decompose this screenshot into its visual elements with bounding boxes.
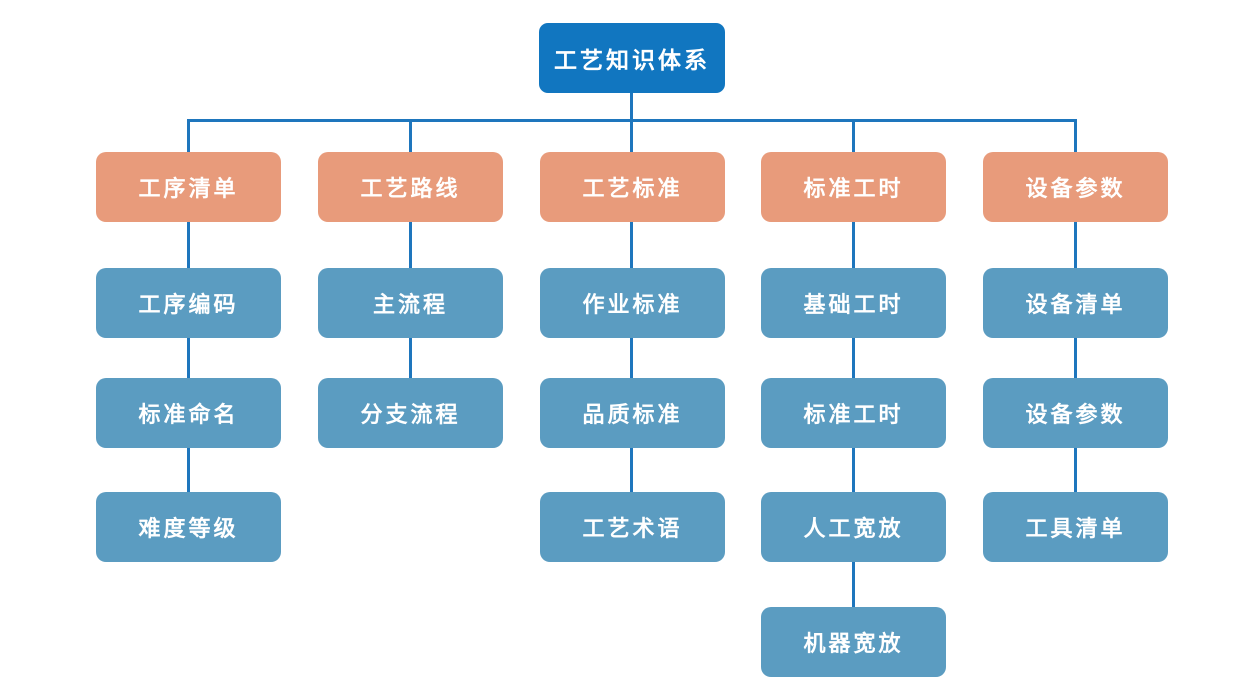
connector-stub-branch-4 — [1074, 119, 1077, 152]
node-standard-hours: 标准工时 — [761, 152, 946, 222]
node-equipment-params-child: 设备参数 — [983, 378, 1168, 448]
connector-col2-seg2 — [630, 338, 633, 378]
connector-col3-seg1 — [852, 222, 855, 268]
node-manual-allowance: 人工宽放 — [761, 492, 946, 562]
connector-col2-seg1 — [630, 222, 633, 268]
node-process-knowledge-system: 工艺知识体系 — [539, 23, 725, 93]
connector-col4-seg3 — [1074, 448, 1077, 492]
node-process-standard: 工艺标准 — [540, 152, 725, 222]
node-quality-standard: 品质标准 — [540, 378, 725, 448]
node-machine-allowance: 机器宽放 — [761, 607, 946, 677]
node-tool-list: 工具清单 — [983, 492, 1168, 562]
node-process-route: 工艺路线 — [318, 152, 503, 222]
node-operation-code: 工序编码 — [96, 268, 281, 338]
connector-stub-branch-1 — [409, 119, 412, 152]
node-difficulty-level: 难度等级 — [96, 492, 281, 562]
node-branch-flow: 分支流程 — [318, 378, 503, 448]
node-standard-hours-child: 标准工时 — [761, 378, 946, 448]
connector-stub-branch-0 — [187, 119, 190, 152]
connector-col2-seg3 — [630, 448, 633, 492]
node-equipment-list: 设备清单 — [983, 268, 1168, 338]
node-equipment-parameters: 设备参数 — [983, 152, 1168, 222]
connector-col1-seg2 — [409, 338, 412, 378]
connector-col3-seg3 — [852, 448, 855, 492]
node-operation-list: 工序清单 — [96, 152, 281, 222]
connector-col4-seg2 — [1074, 338, 1077, 378]
connector-col1-seg1 — [409, 222, 412, 268]
node-work-standard: 作业标准 — [540, 268, 725, 338]
node-process-terms: 工艺术语 — [540, 492, 725, 562]
node-main-flow: 主流程 — [318, 268, 503, 338]
connector-root-to-rail — [630, 93, 633, 121]
connector-col0-seg3 — [187, 448, 190, 492]
connector-col0-seg1 — [187, 222, 190, 268]
connector-stub-branch-2 — [630, 119, 633, 152]
node-standard-naming: 标准命名 — [96, 378, 281, 448]
connector-stub-branch-3 — [852, 119, 855, 152]
connector-col4-seg1 — [1074, 222, 1077, 268]
node-basic-hours: 基础工时 — [761, 268, 946, 338]
connector-col0-seg2 — [187, 338, 190, 378]
connector-col3-seg4 — [852, 562, 855, 607]
connector-col3-seg2 — [852, 338, 855, 378]
